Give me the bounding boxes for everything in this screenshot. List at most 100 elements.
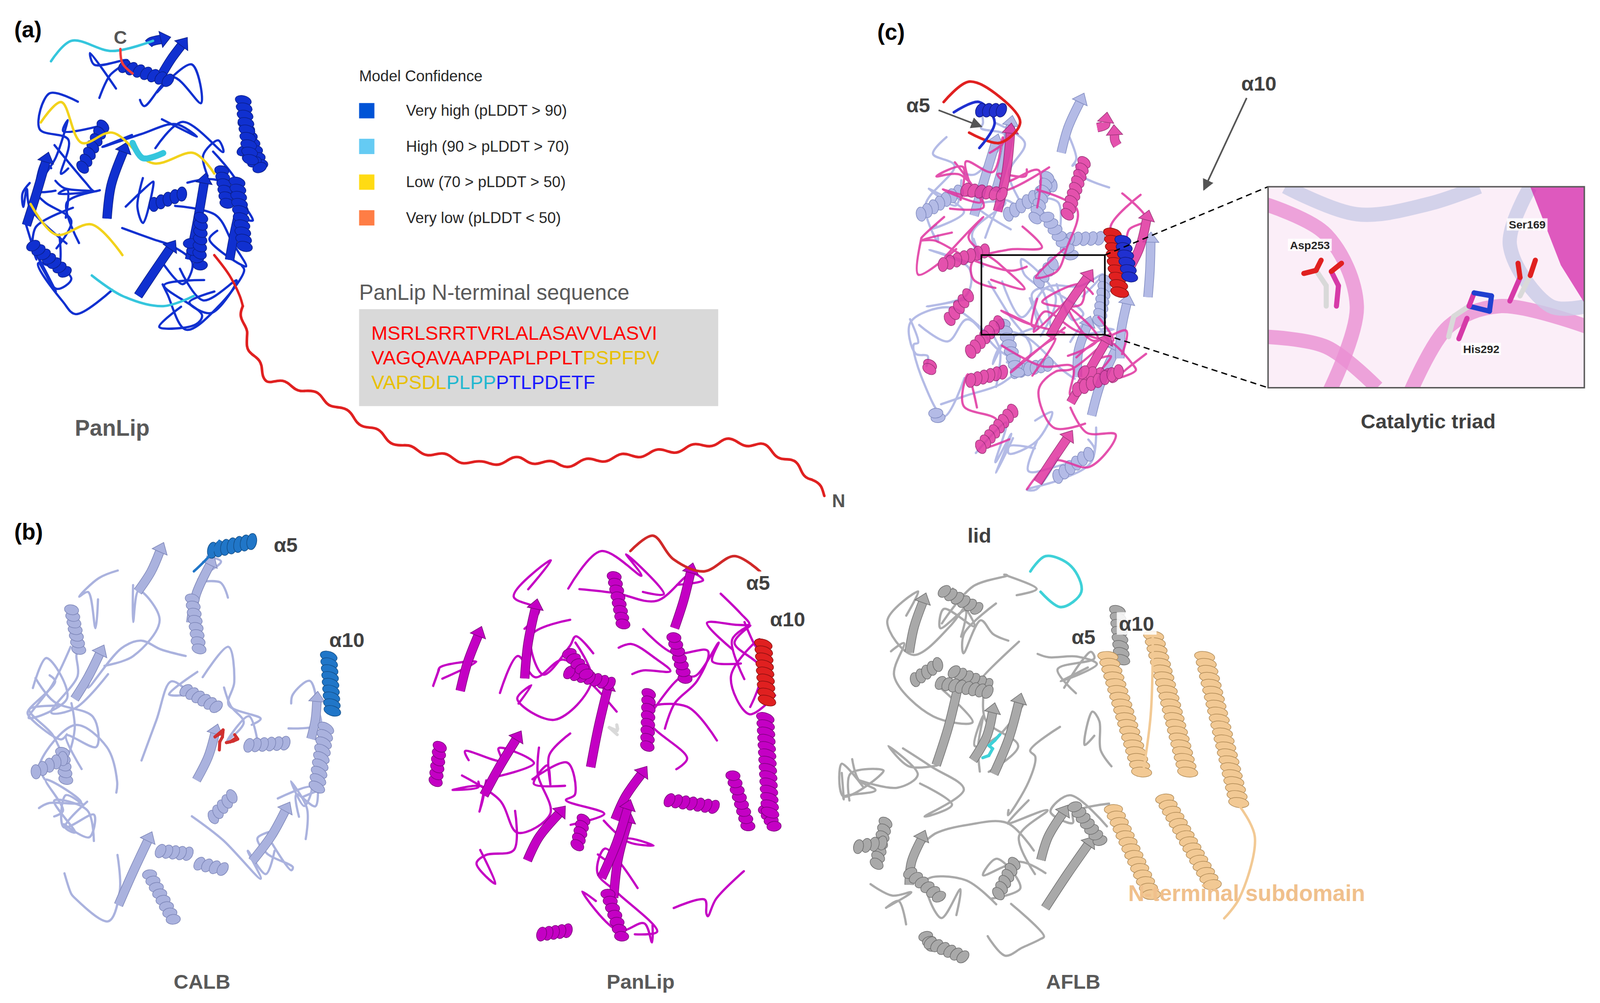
coil-loop — [51, 40, 154, 62]
helix-turn — [245, 532, 258, 551]
beta-strand — [1037, 438, 1067, 483]
sequence-segment: PSPFPV — [582, 346, 660, 369]
strand-edge — [1114, 134, 1118, 146]
figure-label: CALB — [173, 970, 231, 993]
legend-swatch — [358, 138, 375, 155]
figure-label: α5 — [1069, 625, 1098, 648]
helix-turn — [241, 152, 260, 167]
coil-loop — [841, 759, 876, 800]
strand-edge — [909, 602, 923, 653]
coil-loop — [1057, 651, 1095, 694]
beta-strand — [1049, 277, 1088, 338]
strand-arrow — [1138, 210, 1155, 223]
strand-arrow — [1080, 269, 1094, 283]
strand-edge — [483, 739, 516, 796]
legend-text: High (90 > pLDDT > 70) — [406, 137, 570, 155]
coil-loop — [891, 642, 973, 724]
stick-bond — [1315, 259, 1321, 271]
strand-edge — [137, 551, 160, 592]
figure-label: Asp253 — [1287, 238, 1332, 252]
coil-loop — [919, 821, 1034, 851]
illustration-part — [916, 112, 1155, 490]
helix-turn — [613, 930, 629, 942]
beta-strand — [74, 653, 100, 699]
strand-edge — [1148, 242, 1152, 298]
coil-loop — [646, 703, 717, 769]
strand-edge — [460, 636, 479, 692]
coil-loop — [992, 329, 1075, 387]
beta-strand — [106, 152, 124, 219]
helix-turn — [224, 787, 240, 805]
pointer-line — [1203, 97, 1247, 191]
stick-bond — [1517, 263, 1520, 278]
figure-label: N — [832, 491, 846, 512]
strand-arrow — [159, 31, 171, 48]
strand-edge — [1061, 102, 1081, 153]
strand-edge — [1037, 438, 1067, 483]
coil-loop — [295, 790, 319, 817]
helix-turn — [990, 884, 1007, 902]
figure-label: α5 — [271, 533, 300, 557]
helix-turn — [915, 206, 928, 223]
strand-arrow — [552, 805, 566, 820]
figure-label: AFLB — [1046, 970, 1101, 993]
box-heading: PanLip N-terminal sequence — [358, 280, 630, 306]
helix-turn — [937, 256, 949, 272]
beta-strand — [909, 602, 923, 653]
legend-text: Very low (pLDDT < 50) — [406, 208, 562, 226]
helix-turn — [241, 736, 256, 754]
helix-turn — [1130, 766, 1152, 778]
beta-strand — [460, 636, 479, 692]
coil-loop — [193, 540, 220, 572]
sequence-line: VAGQAVAAPPAPLPPLTPSPFPV — [371, 345, 706, 370]
coil-loop — [141, 672, 197, 761]
coil-loop — [941, 281, 1032, 405]
stick-bond — [1331, 263, 1342, 272]
helix-turn — [993, 185, 1010, 203]
helix-turn — [963, 343, 979, 361]
panlip-structure — [426, 535, 782, 943]
calb-structure — [27, 532, 343, 926]
strand-edge — [138, 248, 170, 296]
strand-arrow — [140, 831, 156, 845]
strand-arrow — [277, 801, 292, 815]
coil-loop — [29, 703, 75, 757]
strand-arrow — [527, 598, 544, 611]
figure-label: Model Confidence — [358, 67, 483, 85]
beta-strand — [601, 808, 628, 878]
strand-arrow — [1055, 804, 1070, 818]
strand-edge — [601, 808, 628, 878]
legend-text: Very high (pLDDT > 90) — [406, 101, 568, 119]
beta-strand — [527, 813, 559, 861]
stick-bond — [1473, 292, 1492, 296]
coil-loop — [673, 870, 744, 916]
coil-loop — [921, 232, 1027, 271]
strand-edge — [311, 701, 318, 739]
strand-arrow — [152, 542, 167, 556]
helix-turn — [153, 842, 169, 860]
legend-swatch — [358, 210, 375, 226]
beta-strand — [196, 733, 216, 780]
zoom-box — [981, 255, 1105, 335]
beta-strand — [1040, 813, 1063, 861]
legend-swatch — [358, 174, 375, 190]
helix-turn — [954, 948, 972, 966]
strand-arrow — [174, 37, 189, 51]
stick-bond — [1315, 270, 1327, 286]
coil-loop — [64, 854, 121, 922]
helix-turn — [1227, 796, 1250, 809]
coil-loop — [1142, 632, 1153, 776]
beta-strand — [524, 608, 536, 679]
strand-edge — [196, 733, 216, 780]
coil-loop — [860, 745, 938, 788]
coil-loop — [40, 101, 215, 174]
coil-loop — [916, 217, 957, 276]
figure-label: His292 — [1461, 342, 1502, 355]
helix-turn — [1177, 765, 1199, 778]
inset-ribbon — [1268, 336, 1378, 388]
helix-turn — [165, 913, 181, 926]
figure-label: α10 — [1239, 72, 1279, 96]
inset-helix — [1530, 186, 1585, 306]
stick-bond — [1336, 285, 1339, 306]
